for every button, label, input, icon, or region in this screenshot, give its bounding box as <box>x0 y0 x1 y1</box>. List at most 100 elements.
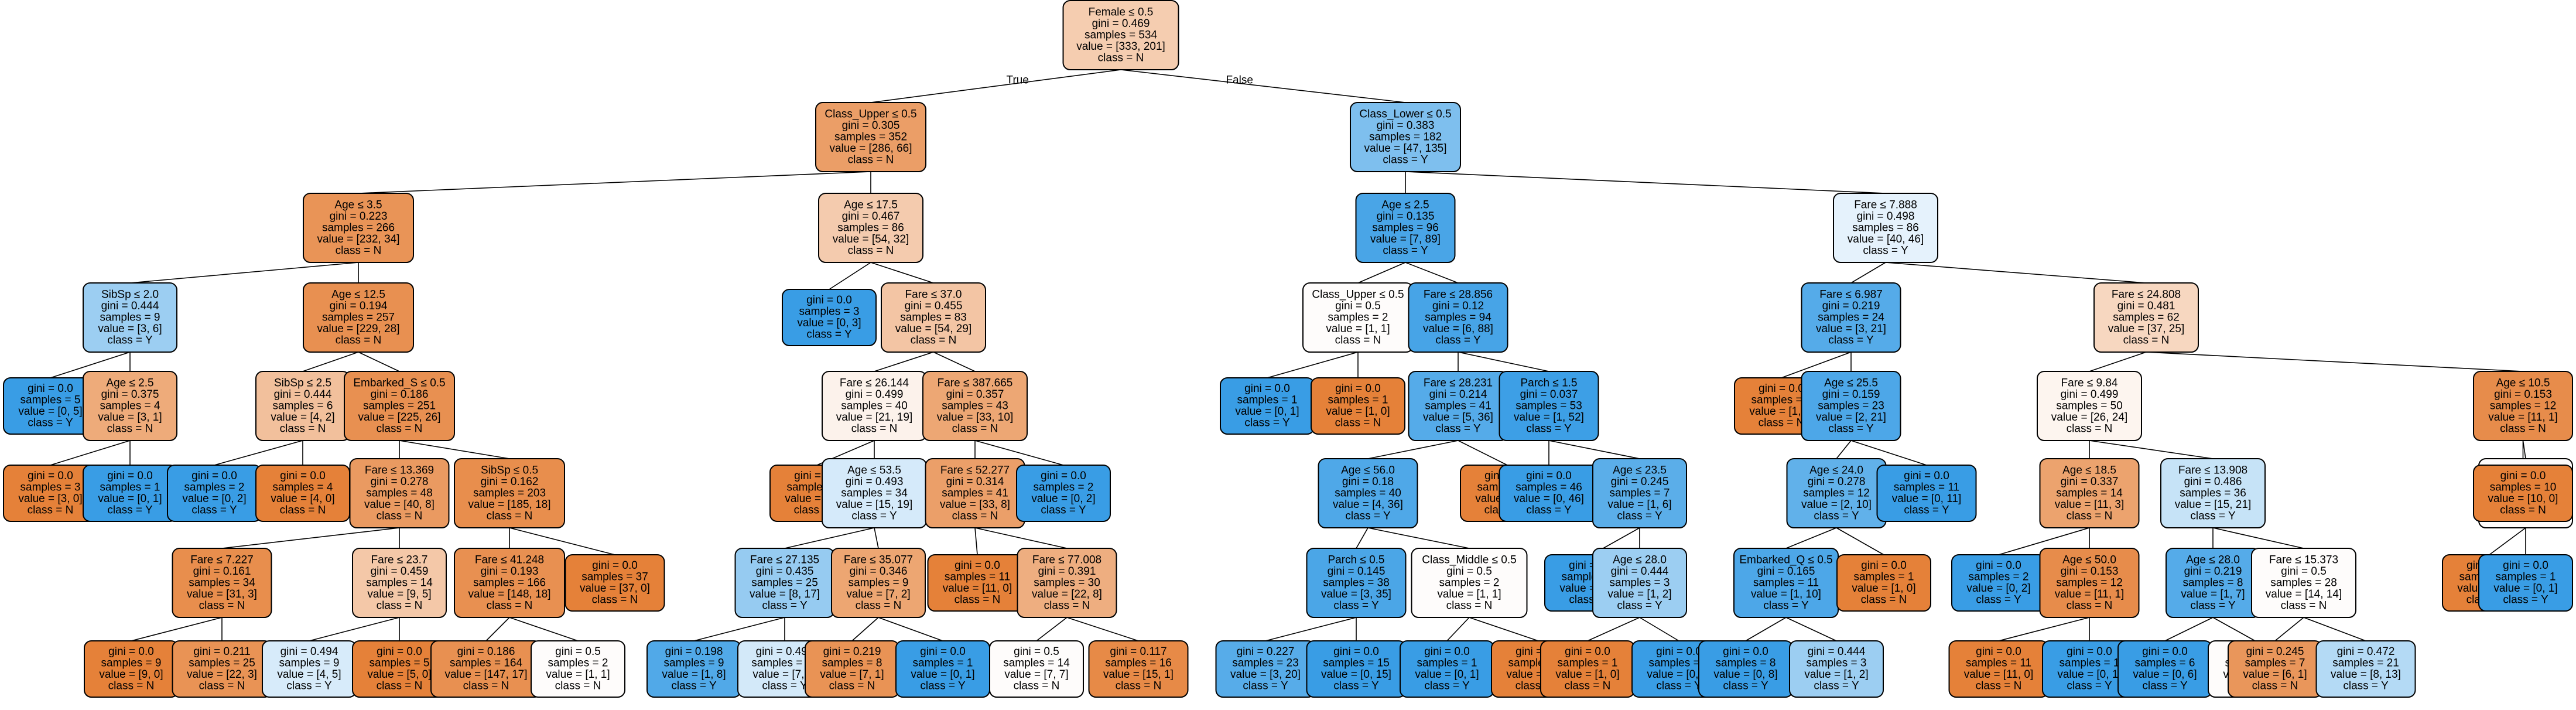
node-text-line: value = [0, 2] <box>182 493 246 505</box>
node-text-line: value = [14, 14] <box>2266 588 2342 600</box>
node-text-line: samples = 96 <box>1372 221 1439 234</box>
node-text-line: Parch ≤ 1.5 <box>1520 377 1577 389</box>
node-text-line: samples = 203 <box>473 487 546 499</box>
node-text-line: value = [232, 34] <box>317 233 399 245</box>
node-text-line: class = N <box>199 599 245 612</box>
node-text-line: class = Y <box>107 504 153 517</box>
node-text-line: class = N <box>851 422 898 435</box>
node-text-line: class = N <box>1116 680 1162 692</box>
edge-label-false: False <box>1226 74 1253 86</box>
node-text-line: value = [6, 88] <box>1423 323 1493 335</box>
node-box <box>1408 282 1508 353</box>
node-text-line: samples = 9 <box>100 311 160 323</box>
tree-edge <box>933 351 976 372</box>
node-text-line: class = N <box>487 510 533 522</box>
node-text-line: value = [5, 0] <box>367 668 431 681</box>
node-text-line: gini = 0.0 <box>108 646 154 658</box>
node-text-line: gini = 0.435 <box>756 565 814 578</box>
node-text-line: gini = 0.494 <box>280 646 338 658</box>
node-text-line: value = [15, 19] <box>836 499 912 511</box>
node-text-line: class = Y <box>1863 244 1908 257</box>
node-text-line: class = Y <box>1345 510 1391 522</box>
node-text-line: class = Y <box>806 329 852 341</box>
node-text-line: Female ≤ 0.5 <box>1089 6 1154 18</box>
tree-edges <box>50 69 2526 641</box>
node-text-line: gini = 0.5 <box>555 646 601 658</box>
node-text-line: class = Y <box>2142 680 2188 692</box>
node-text-line: gini = 0.444 <box>101 300 159 312</box>
node-text-line: value = [47, 135] <box>1364 142 1446 155</box>
node-text-line: value = [4, 36] <box>1333 499 1403 511</box>
node-text-line: gini = 0.469 <box>1092 18 1150 30</box>
node-text-line: samples = 8 <box>822 657 882 670</box>
node-text-line: value = [2, 21] <box>1816 411 1886 424</box>
node-text-line: samples = 2 <box>1649 657 1709 670</box>
node-text-line: Age ≤ 2.5 <box>106 377 153 389</box>
node-text-line: class = Y <box>1333 680 1379 692</box>
node-box <box>344 371 455 441</box>
node-text-line: gini = 0.135 <box>1377 210 1435 223</box>
node-text-line: class = N <box>2281 599 2327 612</box>
node-text-line: samples = 4 <box>100 400 160 412</box>
tree-edge <box>870 69 1121 103</box>
node-text-line: class = Y <box>671 680 717 692</box>
node-text-line: samples = 164 <box>450 657 523 670</box>
node-text-line: gini = 0.159 <box>1822 388 1880 401</box>
node-box <box>881 282 986 353</box>
node-text-line: samples = 6 <box>2135 657 2195 670</box>
tree-edge <box>214 440 303 466</box>
node-text-line: gini = 0.0 <box>1041 470 1086 482</box>
tree-edge <box>1781 351 1852 378</box>
node-text-line: Age ≤ 3.5 <box>334 199 382 211</box>
node-text-line: value = [11, 0] <box>1964 668 2033 681</box>
node-text-line: samples = 10 <box>2490 482 2557 494</box>
tree-edge <box>1850 440 1927 466</box>
node-box <box>303 282 414 353</box>
node-text-line: value = [7, 1] <box>820 668 884 681</box>
node-text-line: class = N <box>336 334 382 346</box>
node-text-line: gini = 0.153 <box>2494 388 2552 401</box>
node-text-line: value = [0, 5] <box>18 405 82 418</box>
node-text-line: gini = 0.145 <box>1328 565 1386 578</box>
node-text-line: gini = 0.357 <box>946 388 1004 401</box>
node-text-line: class = N <box>911 334 957 346</box>
node-text-line: value = [15, 1] <box>1103 668 1174 681</box>
node-box <box>1836 554 1931 612</box>
node-text-line: value = [1, 2] <box>1804 668 1868 681</box>
node-text-line: samples = 41 <box>942 487 1008 499</box>
node-text-line: gini = 0.0 <box>1759 383 1804 395</box>
node-box <box>2473 465 2573 522</box>
node-text-line: Age ≤ 18.5 <box>2062 464 2116 476</box>
node-text-line: value = [11, 1] <box>2055 588 2124 600</box>
tree-edge <box>2089 351 2147 372</box>
node-text-line: value = [229, 28] <box>317 323 399 335</box>
node-text-line: class = N <box>1044 599 1090 612</box>
node-text-line: Fare ≤ 35.077 <box>844 554 913 566</box>
node-text-line: gini = 0.0 <box>1565 646 1610 658</box>
node-text-line: gini = 0.0 <box>1656 646 1702 658</box>
node-text-line: samples = 36 <box>2180 487 2246 499</box>
node-text-line: Age ≤ 17.5 <box>844 199 898 211</box>
tree-edge <box>874 351 934 372</box>
node-text-line: samples = 9 <box>279 657 340 670</box>
node-text-line: gini = 0.5 <box>1446 565 1492 578</box>
node-text-line: class = N <box>28 504 74 517</box>
node-text-line: value = [37, 25] <box>2108 323 2184 335</box>
tree-edge <box>1267 351 1359 378</box>
node-text-line: value = [0, 1] <box>98 493 162 505</box>
tree-edge <box>1036 617 1068 641</box>
